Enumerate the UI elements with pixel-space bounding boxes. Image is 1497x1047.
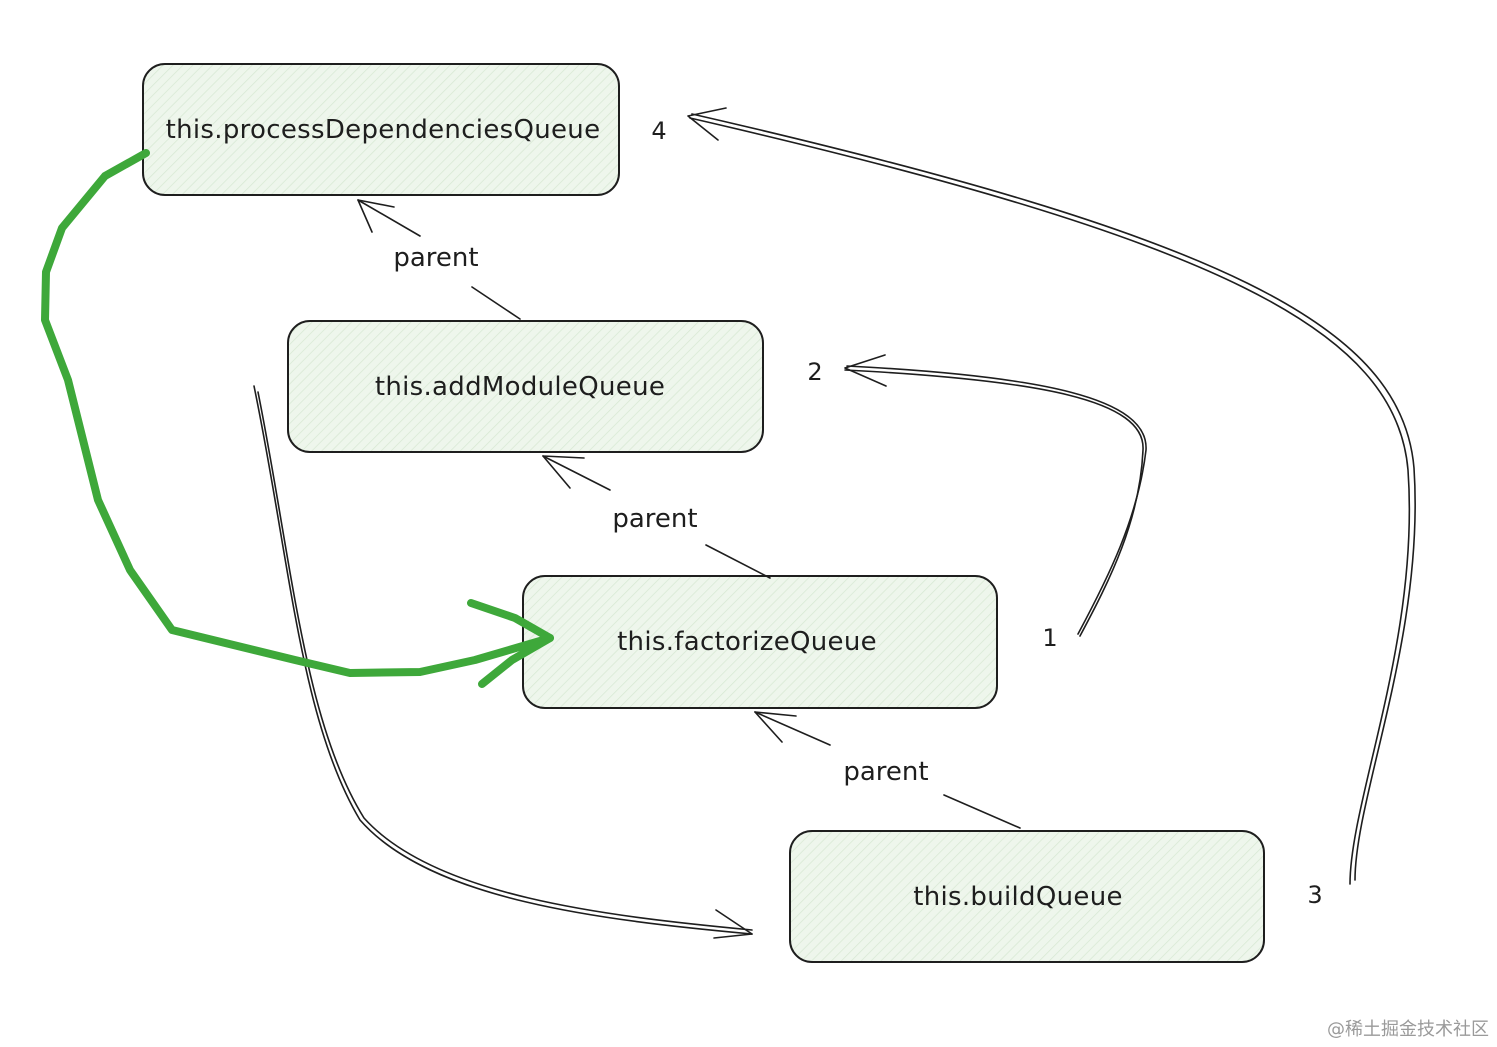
- flow-arrow-1-to-2: [844, 354, 1147, 637]
- edge-parent-build-to-factorize: parent: [754, 711, 1021, 829]
- order-number-4: 4: [651, 117, 666, 145]
- node-label: this.addModuleQueue: [375, 372, 665, 402]
- node-label: this.processDependenciesQueue: [166, 115, 601, 145]
- node-add-module-queue: this.addModuleQueue: [287, 320, 764, 453]
- edge-parent-add-to-process: parent: [357, 199, 521, 320]
- edge-label: parent: [843, 757, 928, 787]
- node-factorize-queue: this.factorizeQueue: [522, 575, 998, 709]
- flow-arrow-to-build-queue: [253, 385, 753, 939]
- highlight-arrow-process-to-factorize: [41, 149, 554, 688]
- order-number-2: 2: [807, 358, 822, 386]
- node-label: this.factorizeQueue: [617, 627, 877, 657]
- watermark: @稀土掘金技术社区: [1327, 1019, 1489, 1040]
- edge-parent-factorize-to-add: parent: [542, 455, 771, 579]
- edge-label: parent: [612, 504, 697, 534]
- flow-arrow-3-to-4: [687, 107, 1416, 885]
- node-process-dependencies-queue: this.processDependenciesQueue: [142, 63, 620, 196]
- order-number-3: 3: [1307, 881, 1322, 909]
- edge-label: parent: [393, 243, 478, 273]
- node-build-queue: this.buildQueue: [789, 830, 1265, 963]
- node-label: this.buildQueue: [913, 882, 1123, 912]
- order-number-1: 1: [1042, 624, 1057, 652]
